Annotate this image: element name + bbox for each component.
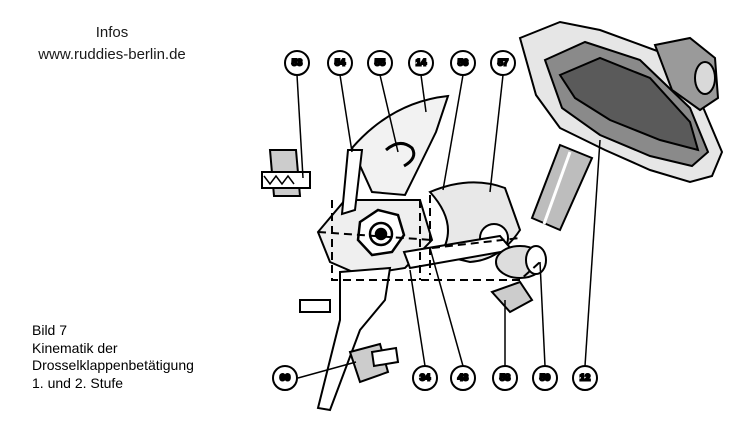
callout-53: 53 [284,50,310,76]
callout-57-label: 57 [498,58,509,69]
header-url: www.ruddies-berlin.de [38,46,186,63]
cam-segment [350,94,450,197]
pull-rod [530,143,594,232]
caption-line-2: Kinematik der [32,339,118,356]
callout-14-label: 14 [416,58,427,69]
callout-57: 57 [490,50,516,76]
callout-58-label: 58 [500,373,511,384]
callout-54-label: 54 [335,58,346,69]
header: Infos www.ruddies-berlin.de [14,22,210,66]
callout-12: 12 [572,365,598,391]
callout-58: 58 [492,365,518,391]
callout-12-label: 12 [580,373,591,384]
adjust-screw-53 [261,149,311,197]
callout-53-label: 53 [292,58,303,69]
callout-59-label: 59 [540,373,551,384]
caption-line-3: Drosselklappenbetätigung [32,357,194,373]
callout-54: 54 [327,50,353,76]
caption-line-1: Bild 7 [32,322,68,338]
callout-55: 55 [367,50,393,76]
callouts: 53 54 55 14 56 57 60 34 [272,50,598,391]
callout-43-label: 43 [458,373,469,384]
leader-lines [296,74,601,379]
callout-56: 56 [450,50,476,76]
callout-43: 43 [450,365,476,391]
callout-59: 59 [532,365,558,391]
callout-14: 14 [408,50,434,76]
callout-60: 60 [272,365,298,391]
callout-34-label: 34 [420,373,431,384]
shaft-nut [356,208,406,257]
callout-34: 34 [412,365,438,391]
adjust-screw-60 [348,342,400,384]
dashed-outline [317,195,541,281]
header-title: Infos [95,24,129,41]
figure-caption: Bild 7 Kinematik der Drosselklappenbetät… [32,322,194,392]
vacuum-actuator [518,20,724,184]
callout-55-label: 55 [375,58,386,69]
callout-60-label: 60 [280,373,291,384]
caption-line-4: 1. und 2. Stufe [32,374,124,391]
callout-56-label: 56 [458,58,469,69]
